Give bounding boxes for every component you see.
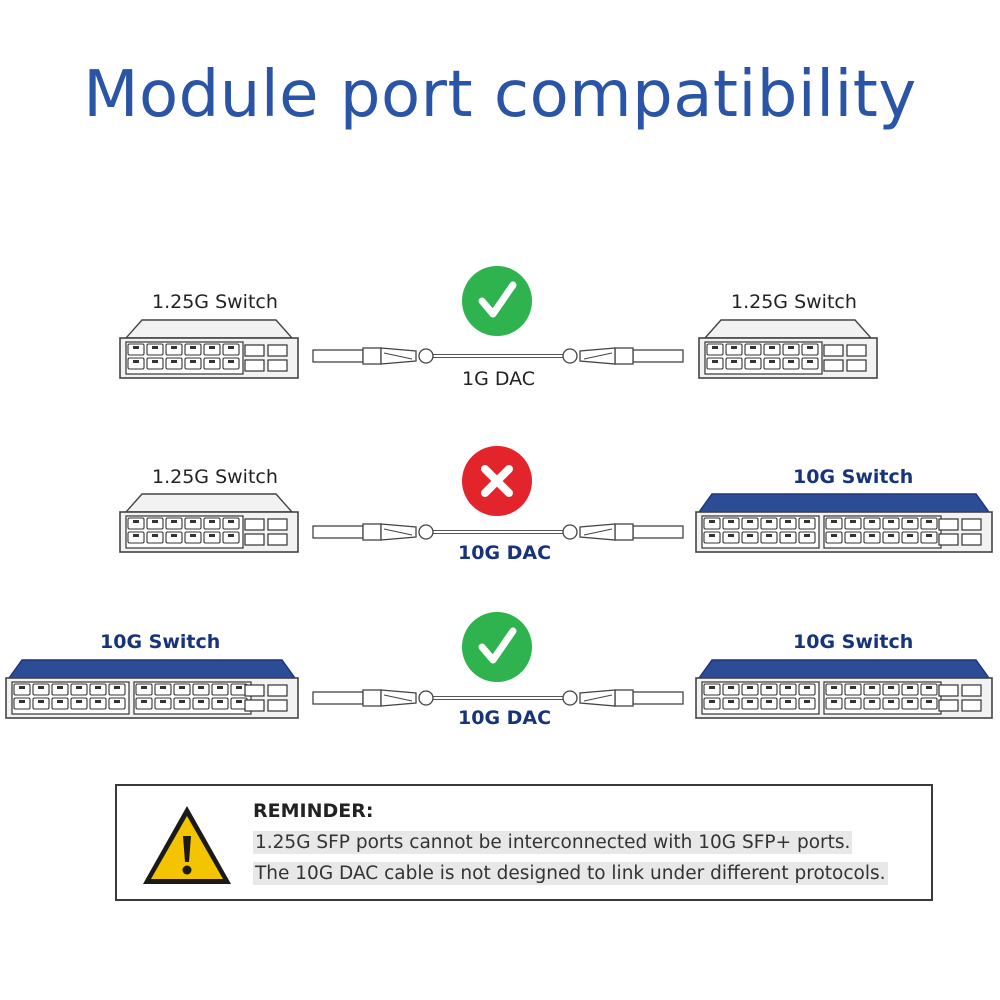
incompatible-badge [462,446,532,516]
reminder-box: REMINDER: 1.25G SFP ports cannot be inte… [115,784,933,901]
left-switch-label: 10G Switch [100,631,221,653]
reminder-line: 1.25G SFP ports cannot be interconnected… [253,831,853,854]
switch-10g-right [695,659,993,719]
switch-10g-left [5,659,299,719]
switch-10g-right [695,493,993,553]
right-switch-label: 10G Switch [793,631,914,653]
switch-1g-left [119,319,299,379]
cable-label: 10G DAC [458,707,552,729]
left-switch-label: 1.25G Switch [152,291,278,313]
check-icon [478,281,517,318]
right-switch-label: 1.25G Switch [731,291,857,313]
cable-label: 10G DAC [458,542,552,564]
switch-1g-left [119,493,299,553]
dac-cable [312,347,684,365]
compatible-badge [462,612,532,682]
dac-cable [312,689,684,707]
left-switch-label: 1.25G Switch [152,466,278,488]
reminder-heading: REMINDER: [253,800,374,822]
switch-1g-right [698,319,878,379]
right-switch-label: 10G Switch [793,466,914,488]
cable-label: 1G DAC [462,368,536,390]
warning-icon [143,806,231,884]
reminder-line: The 10G DAC cable is not designed to lin… [253,862,888,885]
check-icon [478,627,517,664]
compatible-badge [462,266,532,336]
cross-icon [481,465,513,497]
page-title: Module port compatibility [83,58,917,132]
dac-cable [312,523,684,541]
